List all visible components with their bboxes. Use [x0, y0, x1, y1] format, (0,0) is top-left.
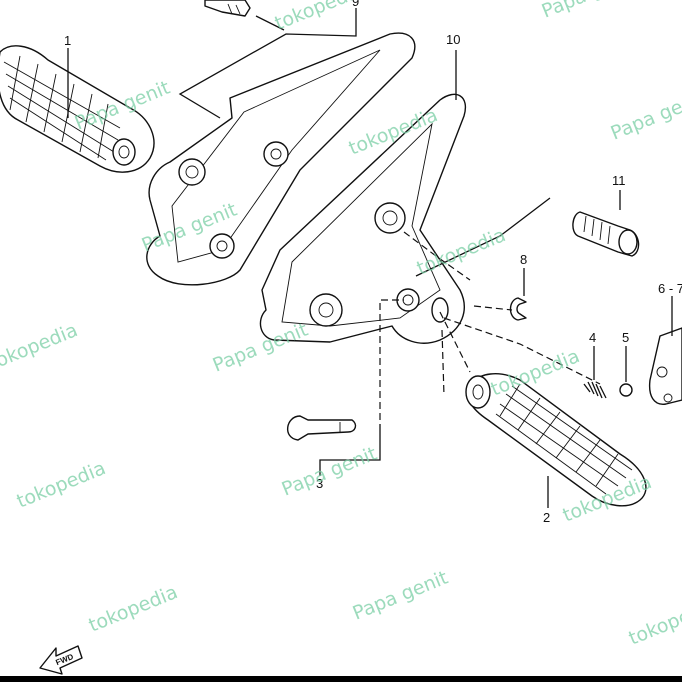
watermark-tokopedia: tokopedia	[0, 319, 81, 375]
watermark-papa-genit: Papa genit	[539, 0, 640, 23]
label-part-5: 5	[622, 330, 629, 345]
leader-lines	[67, 8, 673, 508]
label-part-6-7: 6 - 7	[658, 281, 682, 296]
clip-part-8	[509, 297, 527, 321]
label-part-1: 1	[64, 33, 71, 48]
watermark-tokopedia: tokopedia	[86, 581, 181, 637]
bracket-part-9	[146, 32, 416, 286]
footpeg-part-2	[465, 373, 647, 507]
ball-part-5	[619, 383, 633, 397]
label-part-2: 2	[543, 510, 550, 525]
watermark-papa-genit: Papa genit	[608, 87, 682, 145]
bolt-9-top	[204, 0, 251, 17]
label-part-8: 8	[520, 252, 527, 267]
label-part-3: 3	[316, 476, 323, 491]
pin-part-3	[287, 415, 357, 441]
label-part-10: 10	[446, 32, 460, 47]
plate-part-6-7	[648, 327, 682, 405]
label-part-4: 4	[589, 330, 596, 345]
spring-part-4	[583, 381, 607, 399]
bottom-border	[0, 676, 682, 682]
watermark-tokopedia: tokopedia	[14, 457, 109, 513]
watermark-tokopedia: tokopedia	[626, 594, 682, 650]
watermark-papa-genit: Papa genit	[350, 567, 451, 625]
watermark-tokopedia: tokopedia	[272, 0, 367, 35]
label-part-11: 11	[612, 173, 626, 188]
bolt-part-11	[572, 211, 640, 257]
label-part-9: 9	[352, 0, 359, 9]
fwd-arrow-icon: FWD	[39, 645, 83, 675]
bracket-part-10	[259, 93, 467, 344]
watermark-papa-genit: Papa genit	[279, 443, 380, 501]
